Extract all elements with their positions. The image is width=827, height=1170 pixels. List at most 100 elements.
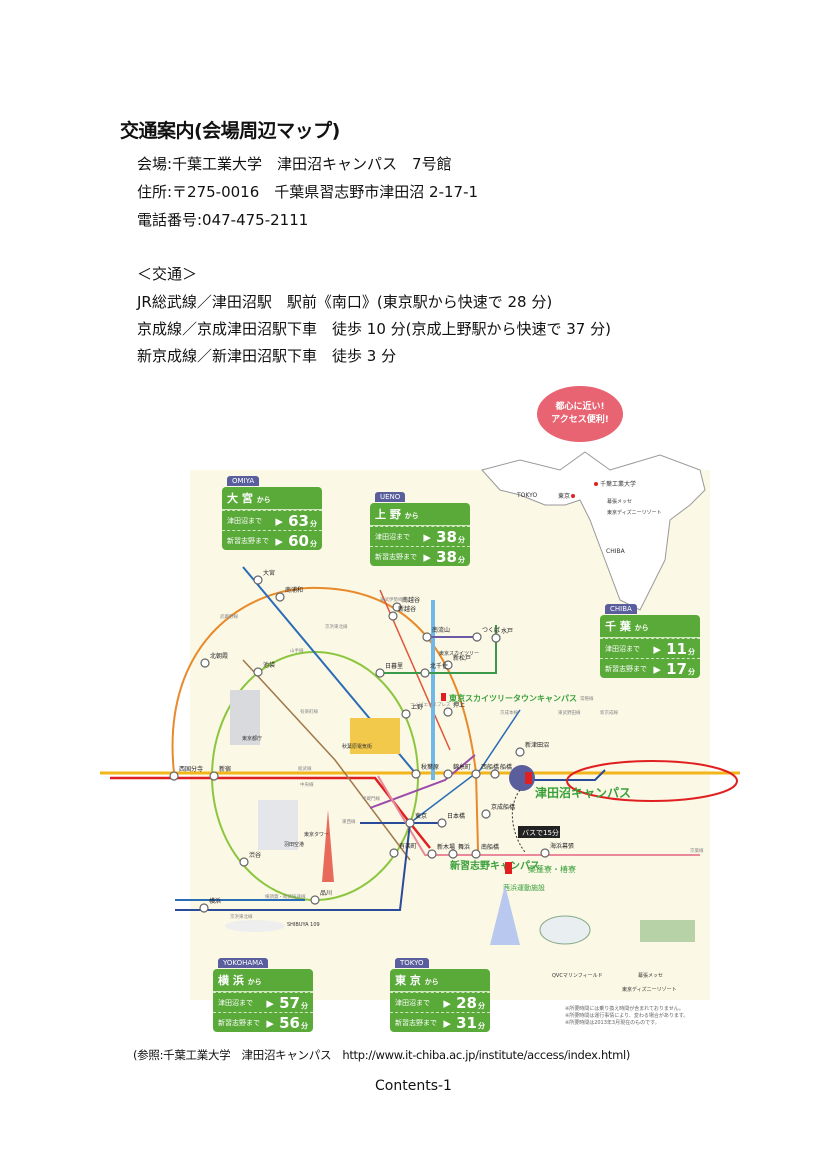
line-label: 横須賀・総武快速線 (265, 893, 306, 900)
line-label: 武蔵野線 (220, 613, 238, 620)
station-marker (540, 848, 550, 858)
castle-illustration (490, 885, 520, 945)
travel-time-row: 新習志野まで▸ 56分 (213, 1012, 313, 1032)
station-marker (275, 592, 285, 602)
station-label: つくば (482, 626, 500, 634)
destination: 津田沼まで (227, 516, 262, 525)
sports-facility-label: 茜浜運動施設 (503, 883, 545, 892)
minutes: 28 (456, 993, 477, 1012)
station-label: 押上 (453, 701, 465, 709)
station-label: 船橋 (500, 763, 512, 771)
landmark-label: 秋葉原電気街 (342, 743, 372, 750)
travel-time-row: 新習志野まで▸ 38分 (370, 546, 470, 566)
minutes: 63 (288, 511, 309, 530)
note-1: ※所要時間には乗り換え時間が含まれておりません。 (565, 1006, 684, 1012)
station-label: 西国分寺 (179, 765, 203, 773)
station-label: 海浜幕張 (550, 842, 574, 850)
tocho-illustration (230, 690, 260, 745)
line-label: つくばエクスプレス (410, 701, 451, 708)
destination: 新習志野まで (218, 1018, 260, 1027)
origin-kara: から (247, 978, 262, 986)
airplane-illustration (225, 920, 285, 932)
station-marker (392, 602, 402, 612)
station-label: 北朝霞 (210, 652, 228, 660)
travel-time-row: 新習志野まで▸ 17分 (600, 658, 700, 678)
origin-heading: 東 京 から (390, 969, 490, 992)
minutes: 31 (456, 1013, 477, 1032)
destination: 新習志野まで (605, 664, 647, 673)
minutes: 57 (279, 993, 300, 1012)
destination: 津田沼まで (605, 644, 640, 653)
station-label: 京成船橋 (491, 803, 515, 811)
minutes-unit: 分 (478, 1021, 485, 1030)
minutes-unit: 分 (688, 647, 695, 656)
station-marker (443, 660, 453, 670)
station-marker (199, 903, 209, 913)
station-marker (253, 575, 263, 585)
origin-name: 東 京 (395, 974, 421, 987)
tsudanuma-highlight (566, 760, 738, 802)
origin-kara: から (424, 978, 439, 986)
station-label: 新木場 (437, 843, 455, 851)
minutes: 60 (288, 531, 309, 550)
station-label: 有楽町 (399, 842, 417, 850)
travel-time-row: 津田沼まで▸ 57分 (213, 992, 313, 1012)
station-label: 日本橋 (447, 812, 465, 820)
access-keisei: 京成線／京成津田沼駅下車 徒歩 10 分(京成上野駅から快速で 37 分) (137, 320, 611, 338)
minutes-unit: 分 (301, 1021, 308, 1030)
origin-tag: UENO (375, 492, 406, 502)
shibuya109-illustration (258, 800, 298, 850)
station-marker (471, 849, 481, 859)
minutes-unit: 分 (688, 667, 695, 676)
line-label: 半蔵門線 (362, 795, 380, 802)
station-marker (481, 809, 491, 819)
origin-name: 上 野 (375, 508, 401, 521)
station-label: 新越谷 (398, 605, 416, 613)
skytree-campus-building (441, 693, 446, 701)
line-label: 中央線 (300, 781, 314, 788)
station-marker (420, 668, 430, 678)
station-marker (490, 769, 500, 779)
origin-name: 千 葉 (605, 620, 631, 633)
origin-tag: YOKOHAMA (218, 958, 269, 968)
musashino-line (171, 586, 479, 851)
origin-name: 大 宮 (227, 492, 253, 505)
yurakucho-line (242, 659, 411, 861)
station-marker (515, 747, 525, 757)
origin-heading: 横 浜 から (213, 969, 313, 992)
origin-kara: から (634, 624, 649, 632)
destination: 新習志野まで (375, 552, 417, 561)
station-marker (472, 632, 482, 642)
line-label: 有楽町線 (300, 708, 318, 715)
travel-time-row: 津田沼まで▸ 63分 (222, 510, 322, 530)
minutes-unit: 分 (478, 1001, 485, 1010)
minutes: 56 (279, 1013, 300, 1032)
origin-tag: OMIYA (227, 476, 260, 486)
shin-narashino-campus-label: 新習志野キャンパス (450, 859, 540, 872)
origin-name: 横 浜 (218, 974, 244, 987)
shin-narashino-building (505, 862, 512, 874)
dorm-label: 桑蓬寮・椿寮 (528, 864, 576, 874)
line-label: 京浜東北線 (230, 913, 253, 920)
inset-tokyo-dot (571, 494, 575, 498)
station-marker (422, 632, 432, 642)
speech-bubble: 都心に近い! アクセス便利! (537, 386, 623, 442)
minutes-unit: 分 (310, 539, 317, 548)
inset-makuhari: 幕張メッセ (607, 498, 632, 505)
bus-route (511, 789, 526, 853)
minutes-unit: 分 (310, 519, 317, 528)
station-marker (253, 667, 263, 677)
travel-time-row: 津田沼まで▸ 11分 (600, 638, 700, 658)
travel-time-row: 津田沼まで▸ 28分 (390, 992, 490, 1012)
station-label: 舞浜 (458, 843, 470, 851)
reference-text: (参照:千葉工業大学 津田沼キャンパス http://www.it-chiba.… (133, 1048, 631, 1062)
venue-text: 会場:千葉工業大学 津田沼キャンパス 7号館 (137, 155, 452, 173)
keisei-line (409, 709, 521, 824)
origin-tag: CHIBA (605, 604, 637, 614)
yokosuka-line (175, 822, 411, 911)
line-label: 京葉線 (690, 847, 704, 854)
station-label: 南流山 (432, 626, 450, 634)
station-marker (443, 707, 453, 717)
